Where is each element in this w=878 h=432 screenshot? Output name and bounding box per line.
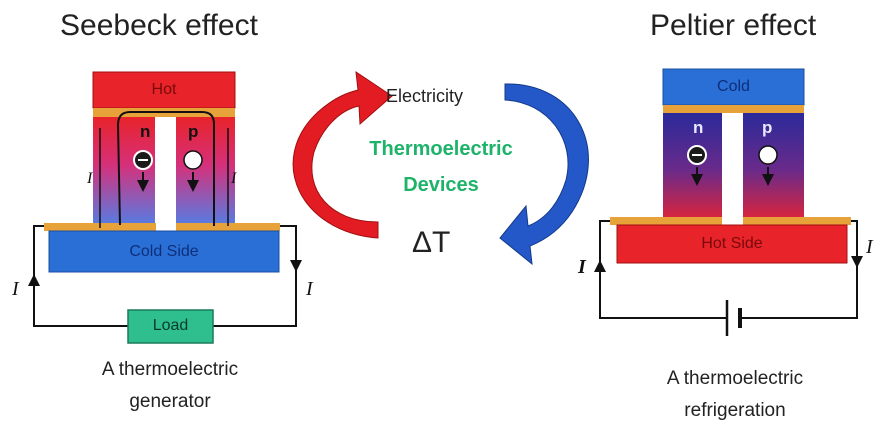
peltier-n-leg	[663, 113, 722, 217]
load-box	[127, 309, 214, 344]
peltier-top-contact	[663, 105, 804, 113]
seebeck-p-leg	[176, 117, 235, 223]
peltier-caption-line1: A thermoelectric	[666, 368, 804, 389]
devices-label-line1: Thermoelectric	[369, 138, 513, 160]
peltier-cold-block	[662, 68, 805, 106]
seebeck-internal-current	[116, 111, 215, 226]
peltier-current-left: I	[578, 256, 586, 278]
seebeck-bottom-contact-right	[176, 223, 280, 231]
peltier-cold-label: Cold	[717, 78, 750, 95]
peltier-current-right: I	[866, 236, 873, 258]
peltier-device	[594, 68, 863, 336]
devices-label-line2: Devices	[403, 174, 479, 196]
peltier-title: Peltier effect	[650, 9, 817, 42]
seebeck-hot-label: Hot	[151, 81, 177, 98]
seebeck-device	[28, 71, 302, 344]
seebeck-internal-current-right: I	[231, 170, 237, 187]
hole-icon	[183, 150, 203, 170]
seebeck-gap	[155, 117, 176, 223]
red-cycle-arrow	[292, 70, 393, 239]
peltier-hot-label: Hot Side	[701, 235, 763, 252]
seebeck-title: Seebeck effect	[60, 9, 258, 42]
hole-icon	[758, 145, 778, 165]
peltier-gap	[722, 113, 743, 217]
peltier-p-leg	[743, 113, 804, 217]
peltier-hot-block	[616, 224, 848, 264]
seebeck-current-right: I	[306, 278, 313, 300]
seebeck-internal-current-left: I	[87, 170, 93, 187]
seebeck-n-leg	[93, 117, 155, 223]
load-label: Load	[152, 317, 189, 334]
peltier-p-label: p	[762, 118, 773, 137]
blue-cycle-arrow	[499, 83, 589, 266]
electricity-label: Electricity	[386, 86, 464, 106]
delta-t-label: ΔT	[412, 226, 451, 259]
seebeck-hot-block	[92, 71, 236, 109]
seebeck-cold-block	[48, 230, 280, 273]
peltier-n-label: n	[693, 118, 704, 137]
seebeck-current-left: I	[12, 278, 19, 300]
seebeck-caption-line2: generator	[129, 391, 211, 412]
seebeck-p-label: p	[188, 122, 199, 141]
peltier-caption-line2: refrigeration	[684, 400, 786, 421]
peltier-bottom-contact-right	[743, 217, 851, 225]
seebeck-cold-label: Cold Side	[129, 243, 199, 260]
seebeck-n-label: n	[140, 122, 151, 141]
peltier-bottom-contact-left	[610, 217, 722, 225]
seebeck-caption-line1: A thermoelectric	[101, 359, 239, 380]
